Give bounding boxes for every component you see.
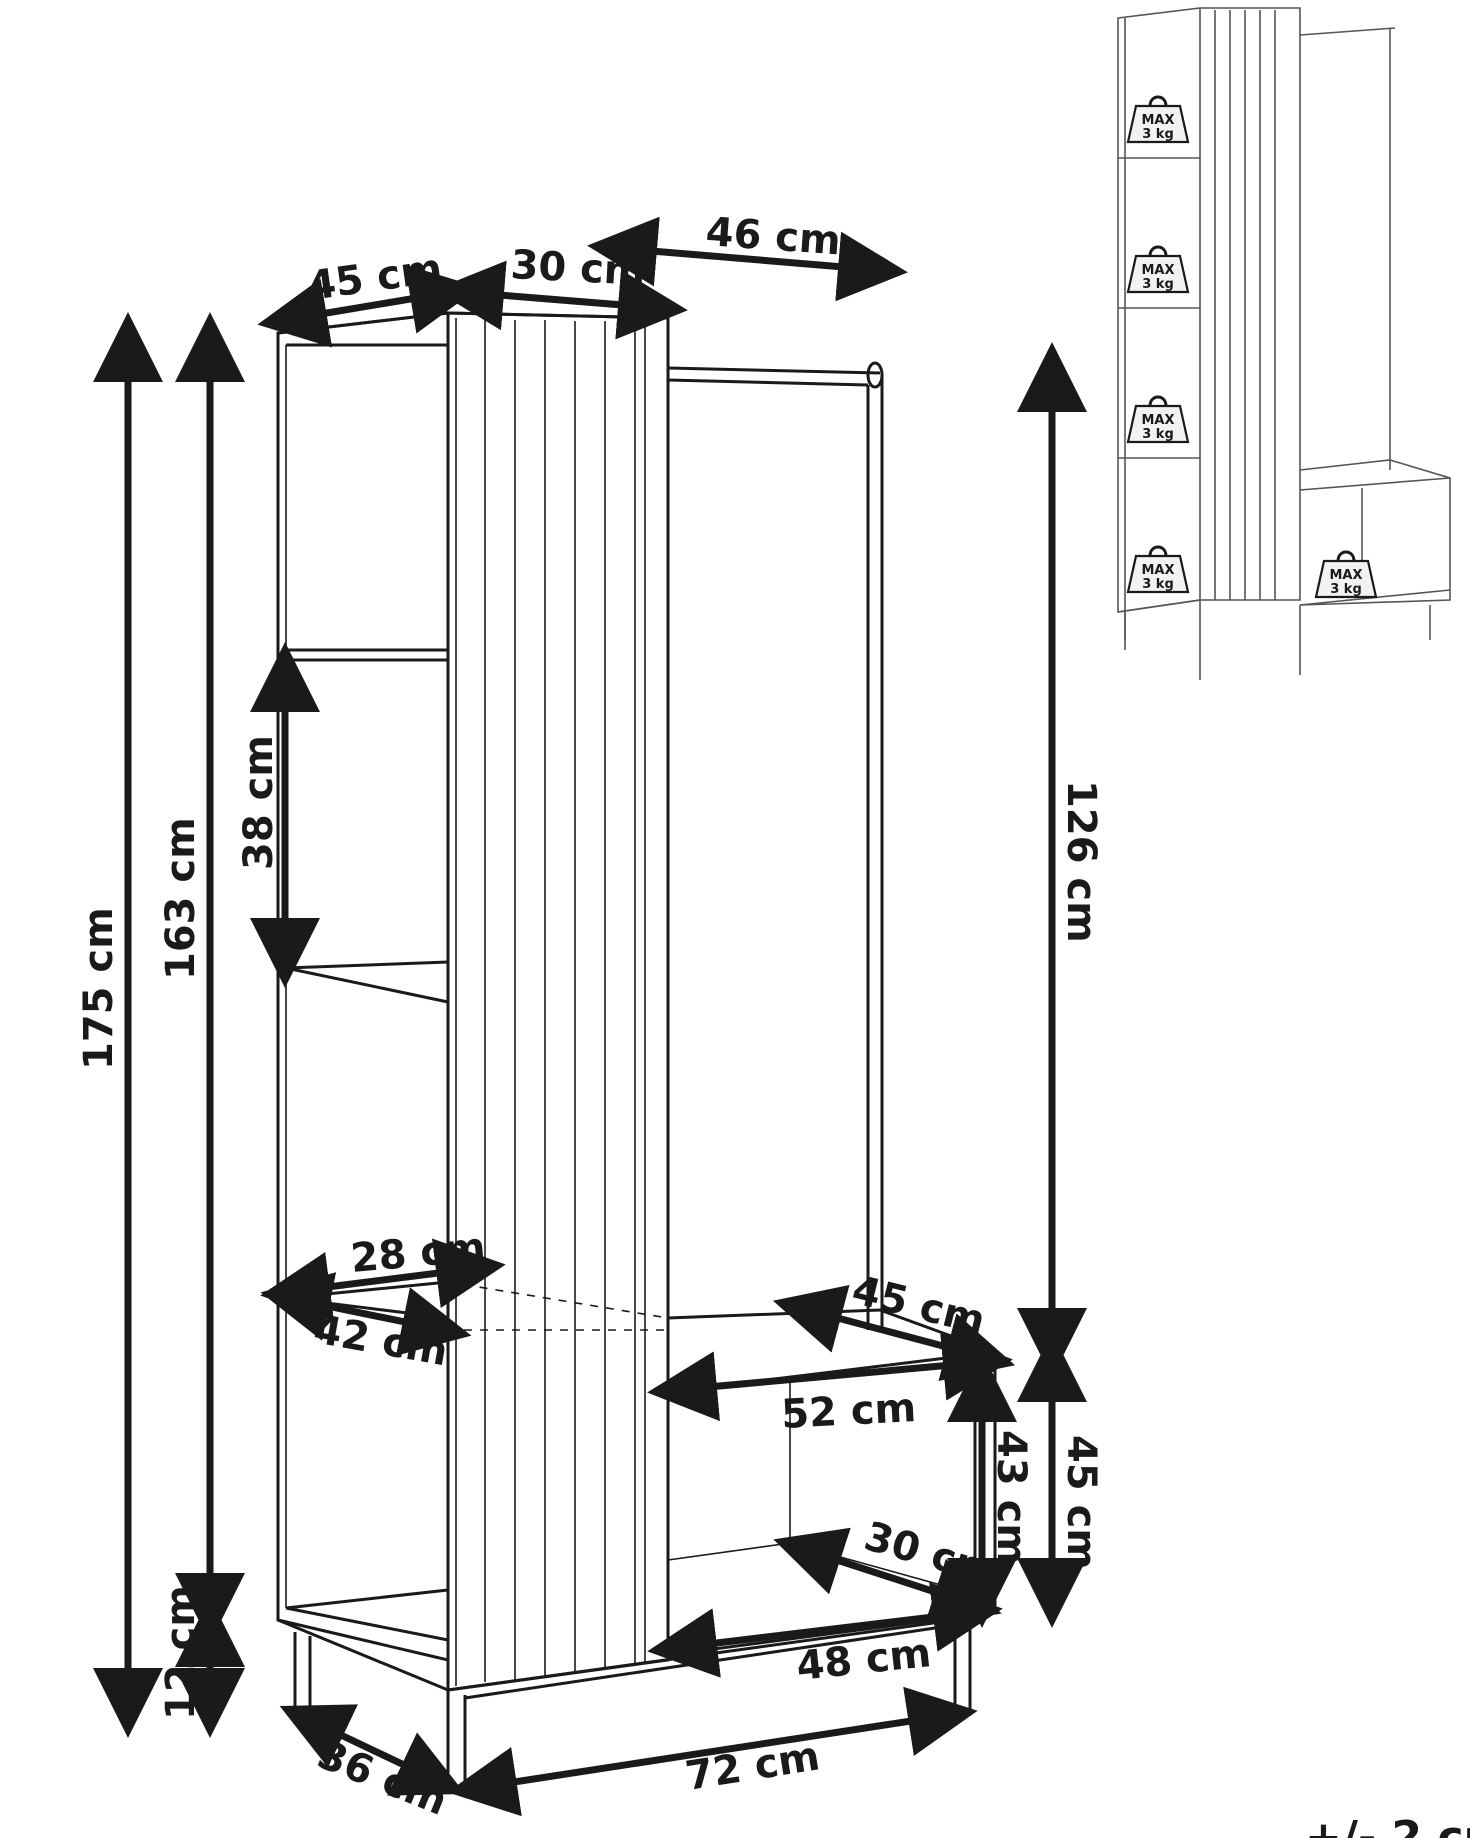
tag-weight: 3 kg: [1142, 577, 1174, 592]
tag-weight: 3 kg: [1330, 582, 1362, 597]
label-shelf-38: 38 cm: [236, 735, 282, 870]
label-bench-43: 43 cm: [988, 1430, 1034, 1565]
label-height-12: 12 cm: [158, 1585, 204, 1720]
load-tag-3: MAX 3 kg: [1126, 395, 1190, 444]
label-rail-126: 126 cm: [1058, 780, 1104, 943]
tag-weight: 3 kg: [1142, 277, 1174, 292]
load-tag-1: MAX 3 kg: [1126, 95, 1190, 144]
dimension-labels: 45 cm 30 cm 46 cm 175 cm 163 cm 12 cm 38…: [76, 209, 1104, 1825]
label-bench-52: 52 cm: [780, 1385, 917, 1438]
tag-max: MAX: [1141, 113, 1174, 128]
label-bench-45-depth: 45 cm: [848, 1267, 990, 1344]
tolerance-note: +/- 2 cm: [1305, 1812, 1470, 1838]
load-tag-4: MAX 3 kg: [1126, 545, 1190, 594]
load-tag-5: MAX 3 kg: [1314, 550, 1378, 599]
label-height-163: 163 cm: [158, 817, 204, 980]
label-height-175: 175 cm: [76, 907, 122, 1070]
label-base-36: 36 cm: [311, 1732, 453, 1825]
label-bench-45-high: 45 cm: [1058, 1435, 1104, 1570]
label-base-72: 72 cm: [682, 1733, 823, 1800]
label-rail-width: 46 cm: [704, 209, 842, 264]
load-tag-2: MAX 3 kg: [1126, 245, 1190, 294]
tag-max: MAX: [1141, 413, 1174, 428]
label-panel-width: 30 cm: [509, 242, 646, 295]
tag-max: MAX: [1329, 568, 1362, 583]
tag-weight: 3 kg: [1142, 127, 1174, 142]
tag-weight: 3 kg: [1142, 427, 1174, 442]
dimension-arrows: [93, 216, 1087, 1817]
label-top-depth: 45 cm: [305, 246, 445, 310]
label-shelf-28: 28 cm: [349, 1224, 487, 1282]
tag-max: MAX: [1141, 263, 1174, 278]
load-capacity-inset: MAX 3 kg MAX 3 kg MAX 3 kg MAX 3 kg MAX …: [1117, 7, 1451, 680]
tag-max: MAX: [1141, 563, 1174, 578]
